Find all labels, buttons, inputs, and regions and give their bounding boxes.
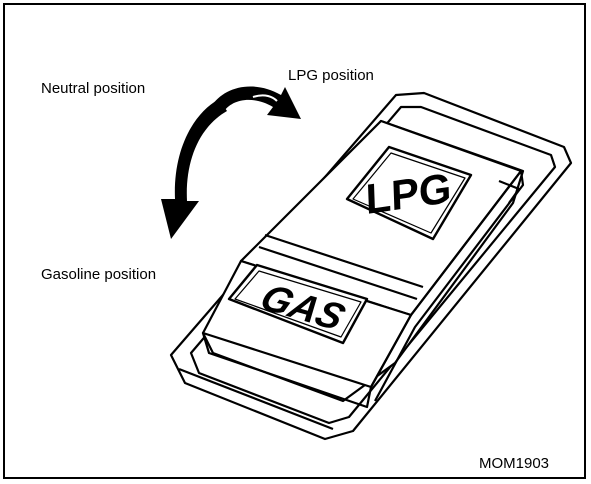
gasoline-position-label: Gasoline position — [41, 266, 156, 283]
diagram-frame: Neutral position LPG position Gasoline p… — [3, 3, 586, 479]
arrow-to-lpg-icon — [211, 86, 301, 119]
arrow-to-gasoline-icon — [161, 99, 227, 239]
figure-code-label: MOM1903 — [479, 455, 549, 472]
neutral-position-label: Neutral position — [41, 80, 145, 97]
rocker-switch — [169, 91, 573, 441]
lpg-position-label: LPG position — [288, 67, 374, 84]
